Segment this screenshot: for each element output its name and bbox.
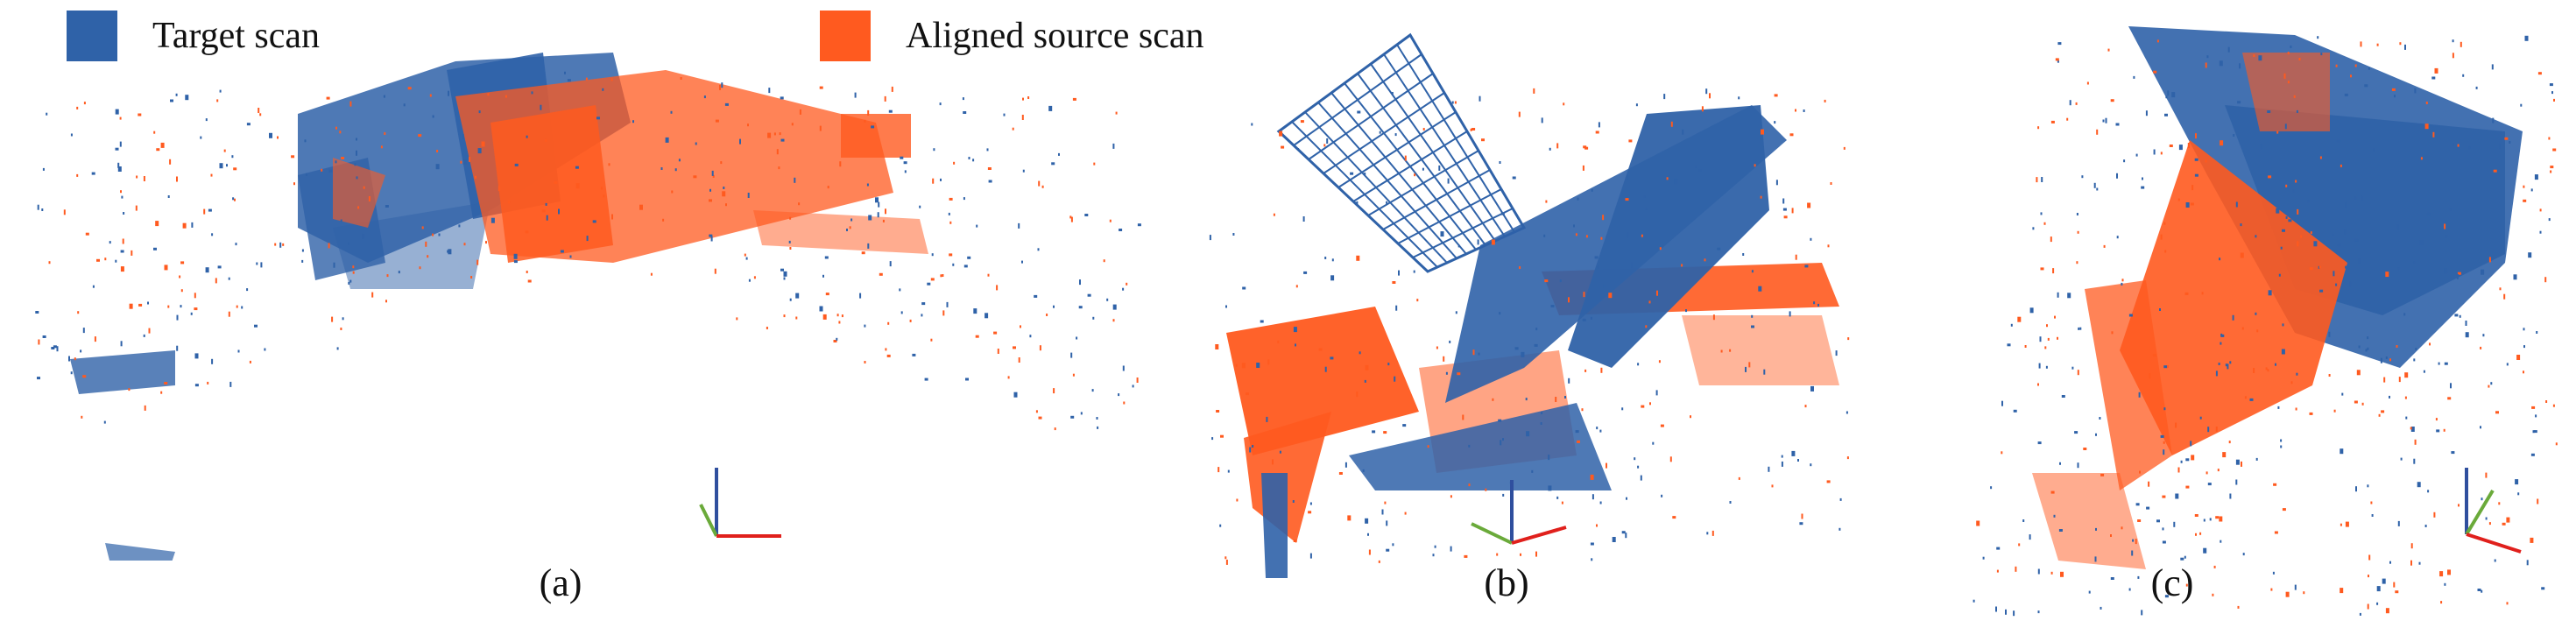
source-label: Aligned source scan xyxy=(906,16,1204,56)
caption-b: (b) xyxy=(1484,561,1529,604)
target-label: Target scan xyxy=(152,16,321,56)
legend-item-source: Aligned source scan xyxy=(820,11,1204,61)
target-swatch xyxy=(67,11,117,61)
point-cloud-b xyxy=(1209,32,1850,578)
axis-triad-a xyxy=(699,468,781,538)
panel-a: (a) xyxy=(0,0,1156,635)
source-swatch xyxy=(820,11,871,61)
axis-triad-c xyxy=(2465,468,2522,554)
caption-c: (c) xyxy=(2150,561,2194,604)
point-cloud-c xyxy=(1973,26,2558,617)
caption-a: (a) xyxy=(539,561,582,604)
panel-c: (c) xyxy=(1857,0,2576,635)
legend-item-target: Target scan xyxy=(67,11,320,61)
panel-b: (b) xyxy=(1156,0,1857,635)
grid-roof xyxy=(1276,32,1527,273)
axis-triad-b xyxy=(1471,480,1567,545)
point-cloud-a xyxy=(35,53,1141,561)
